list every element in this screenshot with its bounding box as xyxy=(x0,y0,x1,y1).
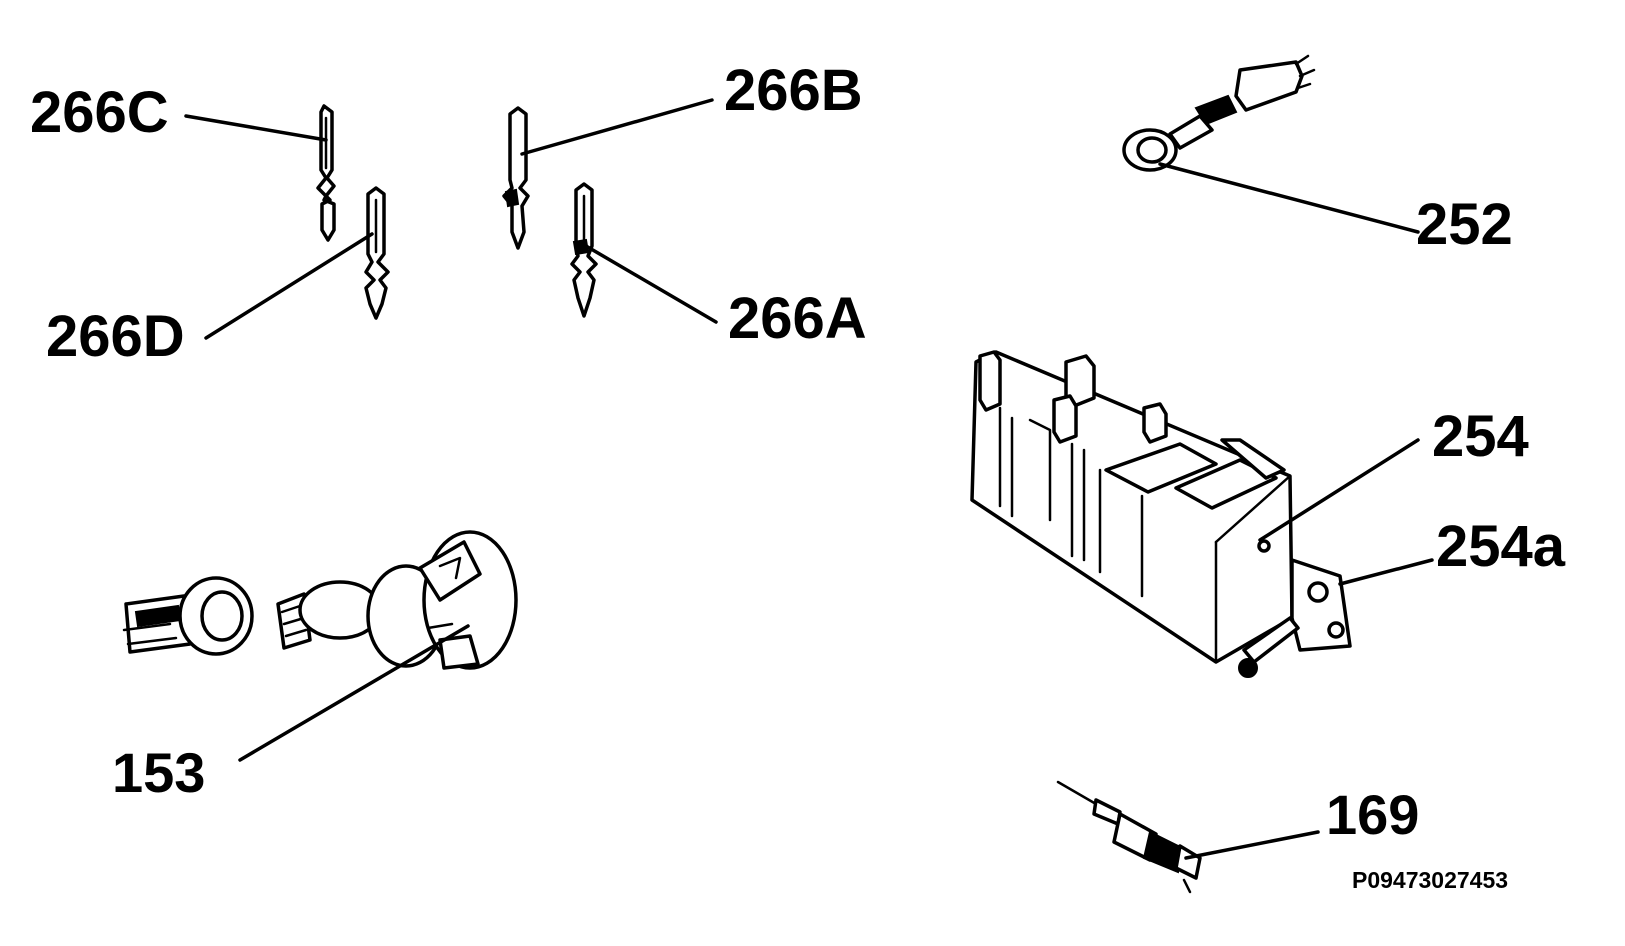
oven-lamp-153[interactable] xyxy=(122,530,518,670)
leader-266D xyxy=(204,232,374,340)
leader-254a xyxy=(1338,558,1434,586)
label-266C: 266C xyxy=(30,80,169,145)
leader-266A xyxy=(584,244,718,324)
electrode-266B[interactable] xyxy=(502,106,530,250)
leader-169 xyxy=(1184,830,1320,860)
leader-153 xyxy=(238,624,470,762)
label-266A: 266A xyxy=(728,286,867,351)
electrode-266D[interactable] xyxy=(364,186,390,320)
label-169: 169 xyxy=(1326,783,1419,846)
label-266D: 266D xyxy=(46,304,185,369)
ignition-generator-254[interactable] xyxy=(970,350,1352,678)
leader-lines xyxy=(184,98,1434,860)
label-254: 254 xyxy=(1432,404,1529,469)
leader-254 xyxy=(1258,438,1420,542)
reference-code: P09473027453 xyxy=(1352,867,1508,893)
electrode-266C[interactable] xyxy=(316,104,336,242)
leader-266B xyxy=(520,98,714,156)
label-266B: 266B xyxy=(724,58,863,123)
callout-labels: 266C 266B 252 266D 266A 254 254a 153 169… xyxy=(30,58,1566,893)
label-254a: 254a xyxy=(1436,514,1566,579)
electrode-266A[interactable] xyxy=(570,182,598,318)
leader-266C xyxy=(184,114,328,142)
lamp-connector-252[interactable] xyxy=(1122,54,1316,172)
label-252: 252 xyxy=(1416,192,1513,257)
leader-252 xyxy=(1158,162,1420,234)
spark-electrode-169[interactable] xyxy=(1056,780,1202,894)
label-153: 153 xyxy=(112,741,205,804)
